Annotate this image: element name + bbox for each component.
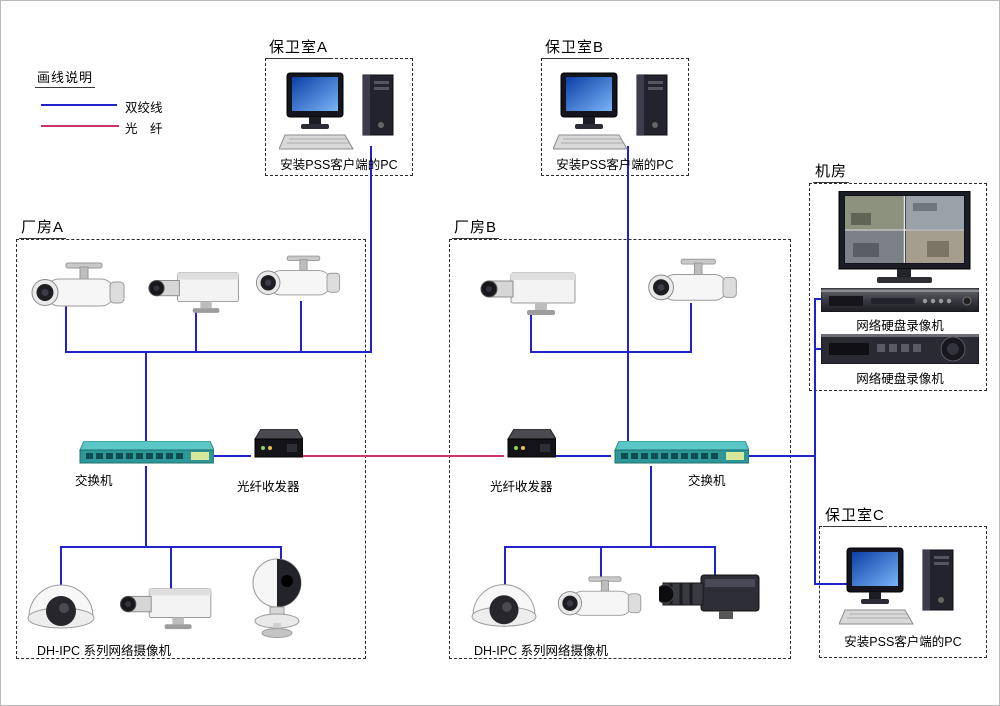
wire-bus-a-bottom [60,546,282,548]
zone-title-factory-b: 厂房B [452,216,500,239]
wire-bus-a-to-switch [145,352,147,442]
bullet-camera-a1 [26,261,131,319]
zone-guard-room-c [819,526,987,658]
wire-switch-a-down [145,466,147,548]
pc-guard-room-a [279,71,404,151]
wire-bus-b-bottom [504,546,716,548]
bullet-camera-b-bottom [549,575,651,627]
switch-factory-b [611,441,749,467]
wire-fiber-link [303,455,504,457]
ptz-dome-camera-a [241,555,313,639]
wire-cam-a1-drop [65,303,67,352]
pc-guard-room-b [553,71,678,151]
wire-bullet-b-drop [600,548,602,581]
nvr-top-label: 网络硬盘录像机 [856,319,944,333]
legend-fiber-line [41,125,119,127]
legend-title: 画线说明 [35,67,96,88]
wire-cam-a3-drop [300,301,302,352]
nvr-bottom [821,334,979,364]
zone-title-guard-c: 保卫室C [823,504,887,527]
zone-guard-room-a [265,58,413,176]
box-camera-a-top [147,265,247,315]
legend-fiber-label: 光 纤 [125,122,163,136]
box-camera-b-bottom [659,569,763,625]
dome-camera-a [23,573,99,635]
zone-title-guard-a: 保卫室A [267,36,331,59]
zone-guard-room-b [541,58,689,176]
wire-boxcam-b-drop [714,548,716,576]
zone-title-server-room: 机房 [813,160,850,183]
wire-bus-b-top [530,351,692,353]
transceiver-b-label: 光纤收发器 [490,480,553,494]
camera-group-a-label: DH-IPC 系列网络摄像机 [37,644,172,658]
fiber-transceiver-a [251,429,303,463]
switch-factory-a [76,441,214,467]
wire-dome-a-drop [60,548,62,588]
pc-label-guard-a: 安装PSS客户端的PC [280,158,398,172]
legend-twisted-pair-label: 双绞线 [125,101,163,115]
wire-pc-c-stub [814,583,851,585]
zone-factory-b [449,239,791,659]
zone-title-factory-a: 厂房A [19,216,67,239]
wire-boxcam-a-drop [170,548,172,590]
box-camera-b-top [479,265,584,317]
legend-twisted-pair-line [41,104,117,106]
wire-switch-b-right [749,455,815,457]
zone-factory-a [16,239,366,659]
wire-pc-a-down [370,146,372,352]
nvr-top [821,288,979,312]
pc-label-guard-b: 安装PSS客户端的PC [556,158,674,172]
switch-a-label: 交换机 [75,474,113,488]
wire-cam-b2-drop [690,303,692,352]
wire-ptz-a-drop [280,548,282,562]
wire-switch-b-down [650,466,652,548]
fiber-transceiver-b [504,429,556,463]
wire-right-trunk [814,299,816,585]
wire-switch-a-to-xcvr [214,455,251,457]
wire-pc-b-down [627,146,629,352]
camera-group-b-label: DH-IPC 系列网络摄像机 [474,644,609,658]
pc-guard-room-c [839,546,964,626]
wire-nvr2-stub [814,348,823,350]
wire-bus-b-to-switch [627,352,629,442]
switch-b-label: 交换机 [688,474,726,488]
wire-xcvr-b-to-switch [556,455,611,457]
cctv-monitor [837,191,972,286]
pc-label-guard-c: 安装PSS客户端的PC [844,635,962,649]
wire-bus-a-top [65,351,372,353]
wire-nvr1-stub [814,298,823,300]
wire-cam-b1-drop [530,311,532,352]
dome-camera-b [467,573,541,633]
wire-cam-a2-drop [195,311,197,352]
bullet-camera-a2 [251,253,346,308]
transceiver-a-label: 光纤收发器 [237,480,300,494]
wire-dome-b-drop [504,548,506,588]
zone-server-room [809,183,987,391]
bullet-camera-b-top [643,256,743,314]
box-camera-a-bottom [113,581,225,631]
zone-title-guard-b: 保卫室B [543,36,607,59]
nvr-bottom-label: 网络硬盘录像机 [856,372,944,386]
